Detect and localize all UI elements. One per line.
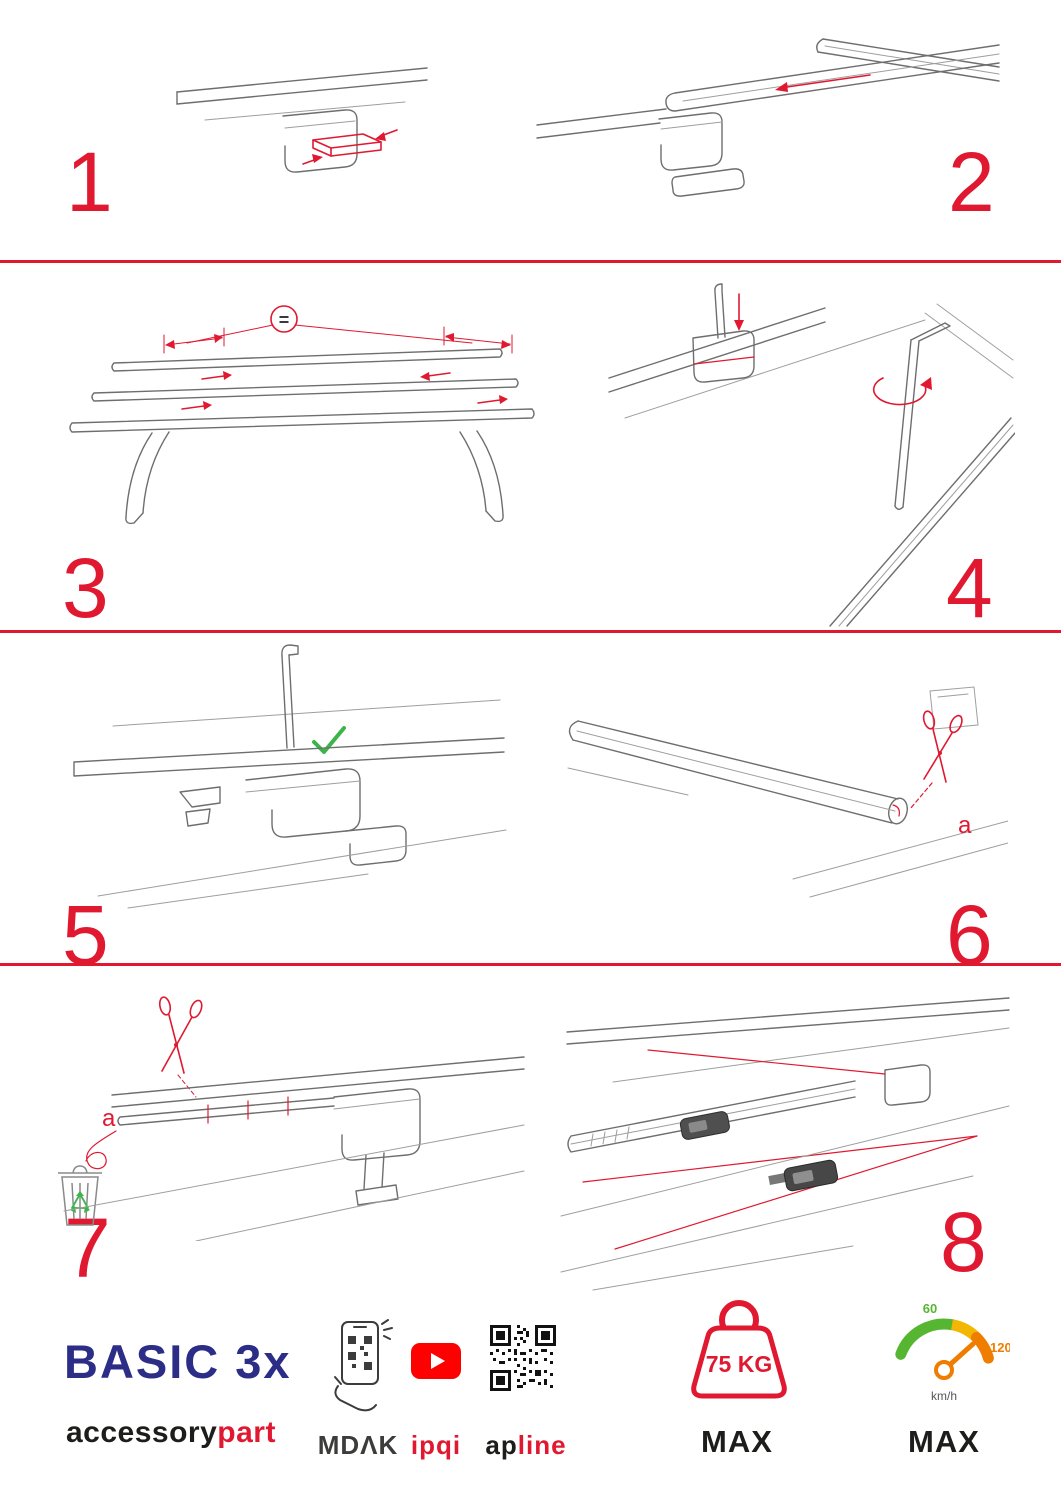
- step-4-number: 4: [946, 541, 993, 635]
- equal-spacing-badge: =: [186, 305, 473, 344]
- speed-unit: km/h: [931, 1389, 957, 1403]
- speedometer-icon: 60 120 km/h: [895, 1301, 1010, 1403]
- step-6-illustration: a: [567, 686, 1008, 898]
- brand-secondary: part: [217, 1416, 276, 1449]
- weight-limit-value: 75 KG: [706, 1351, 772, 1377]
- equal-spacing-label: =: [279, 310, 290, 330]
- step-8-number: 8: [940, 1195, 987, 1289]
- dimension-arrows: [163, 326, 513, 354]
- cut-piece-label: a: [102, 1105, 116, 1132]
- phone-qr-icon: [334, 1319, 393, 1412]
- push-down-arrow-icon: [734, 293, 744, 331]
- spacer-plate: [312, 133, 382, 157]
- qr-brand-prefix: ap: [485, 1430, 518, 1460]
- t-bolt-adapter: [768, 1159, 839, 1192]
- step-7-number: 7: [64, 1201, 111, 1295]
- slide-arrow-icon: [775, 74, 871, 92]
- rubber-strip-bar: [568, 720, 908, 825]
- speed-tick-120: 120: [990, 1340, 1010, 1355]
- section-divider: [0, 630, 1061, 633]
- speed-tick-60: 60: [923, 1301, 937, 1316]
- weight-max-label: MAX: [701, 1424, 773, 1459]
- scissors-icon: [922, 710, 963, 783]
- rack-legs: [125, 430, 504, 525]
- weight-icon: 75 KG: [691, 1300, 787, 1399]
- section-divider: [0, 963, 1061, 966]
- cut-point-label: a: [958, 812, 972, 839]
- step-3-number: 3: [62, 541, 109, 635]
- rotate-arrow-icon: [872, 377, 932, 406]
- t-bolt-adapter: [679, 1111, 730, 1140]
- step-2-illustration: [536, 38, 1000, 197]
- tension-rod: [281, 644, 299, 749]
- youtube-icon: [411, 1343, 461, 1379]
- trash-recycle-icon: [58, 1165, 102, 1226]
- step-8-illustration: [560, 997, 1010, 1291]
- video-brand-label: ipqi: [410, 1430, 462, 1460]
- crossbars: [69, 348, 535, 433]
- app-brand-label: MDΛK: [317, 1430, 399, 1460]
- step-2-number: 2: [948, 135, 995, 229]
- check-icon: [312, 726, 346, 754]
- slide-arrows: [181, 371, 508, 410]
- step-7-illustration: a: [58, 996, 525, 1241]
- qr-code: [490, 1325, 556, 1391]
- clamp-body: [333, 1088, 421, 1206]
- step-4-illustration: [608, 283, 1015, 627]
- brand-primary: accessory: [66, 1416, 218, 1449]
- product-name: BASIC 3x: [64, 1335, 292, 1388]
- qr-brand-suffix: line: [517, 1430, 567, 1460]
- step-1-illustration: [176, 67, 428, 173]
- qr-brand-label: apline: [478, 1430, 574, 1461]
- speed-max-label: MAX: [908, 1424, 980, 1459]
- allen-key: [894, 322, 951, 510]
- insert-arrow-icon: [302, 129, 398, 165]
- excess-strip: [117, 1097, 335, 1126]
- clamp-body: [179, 768, 407, 866]
- brand-logo: accessorypart: [66, 1416, 276, 1450]
- section-divider: [0, 260, 1061, 263]
- scissors-icon: [158, 996, 203, 1074]
- step-5-illustration: [73, 644, 507, 909]
- step-1-number: 1: [66, 135, 113, 229]
- alignment-lines: [582, 1049, 978, 1250]
- step-3-illustration: =: [69, 305, 535, 525]
